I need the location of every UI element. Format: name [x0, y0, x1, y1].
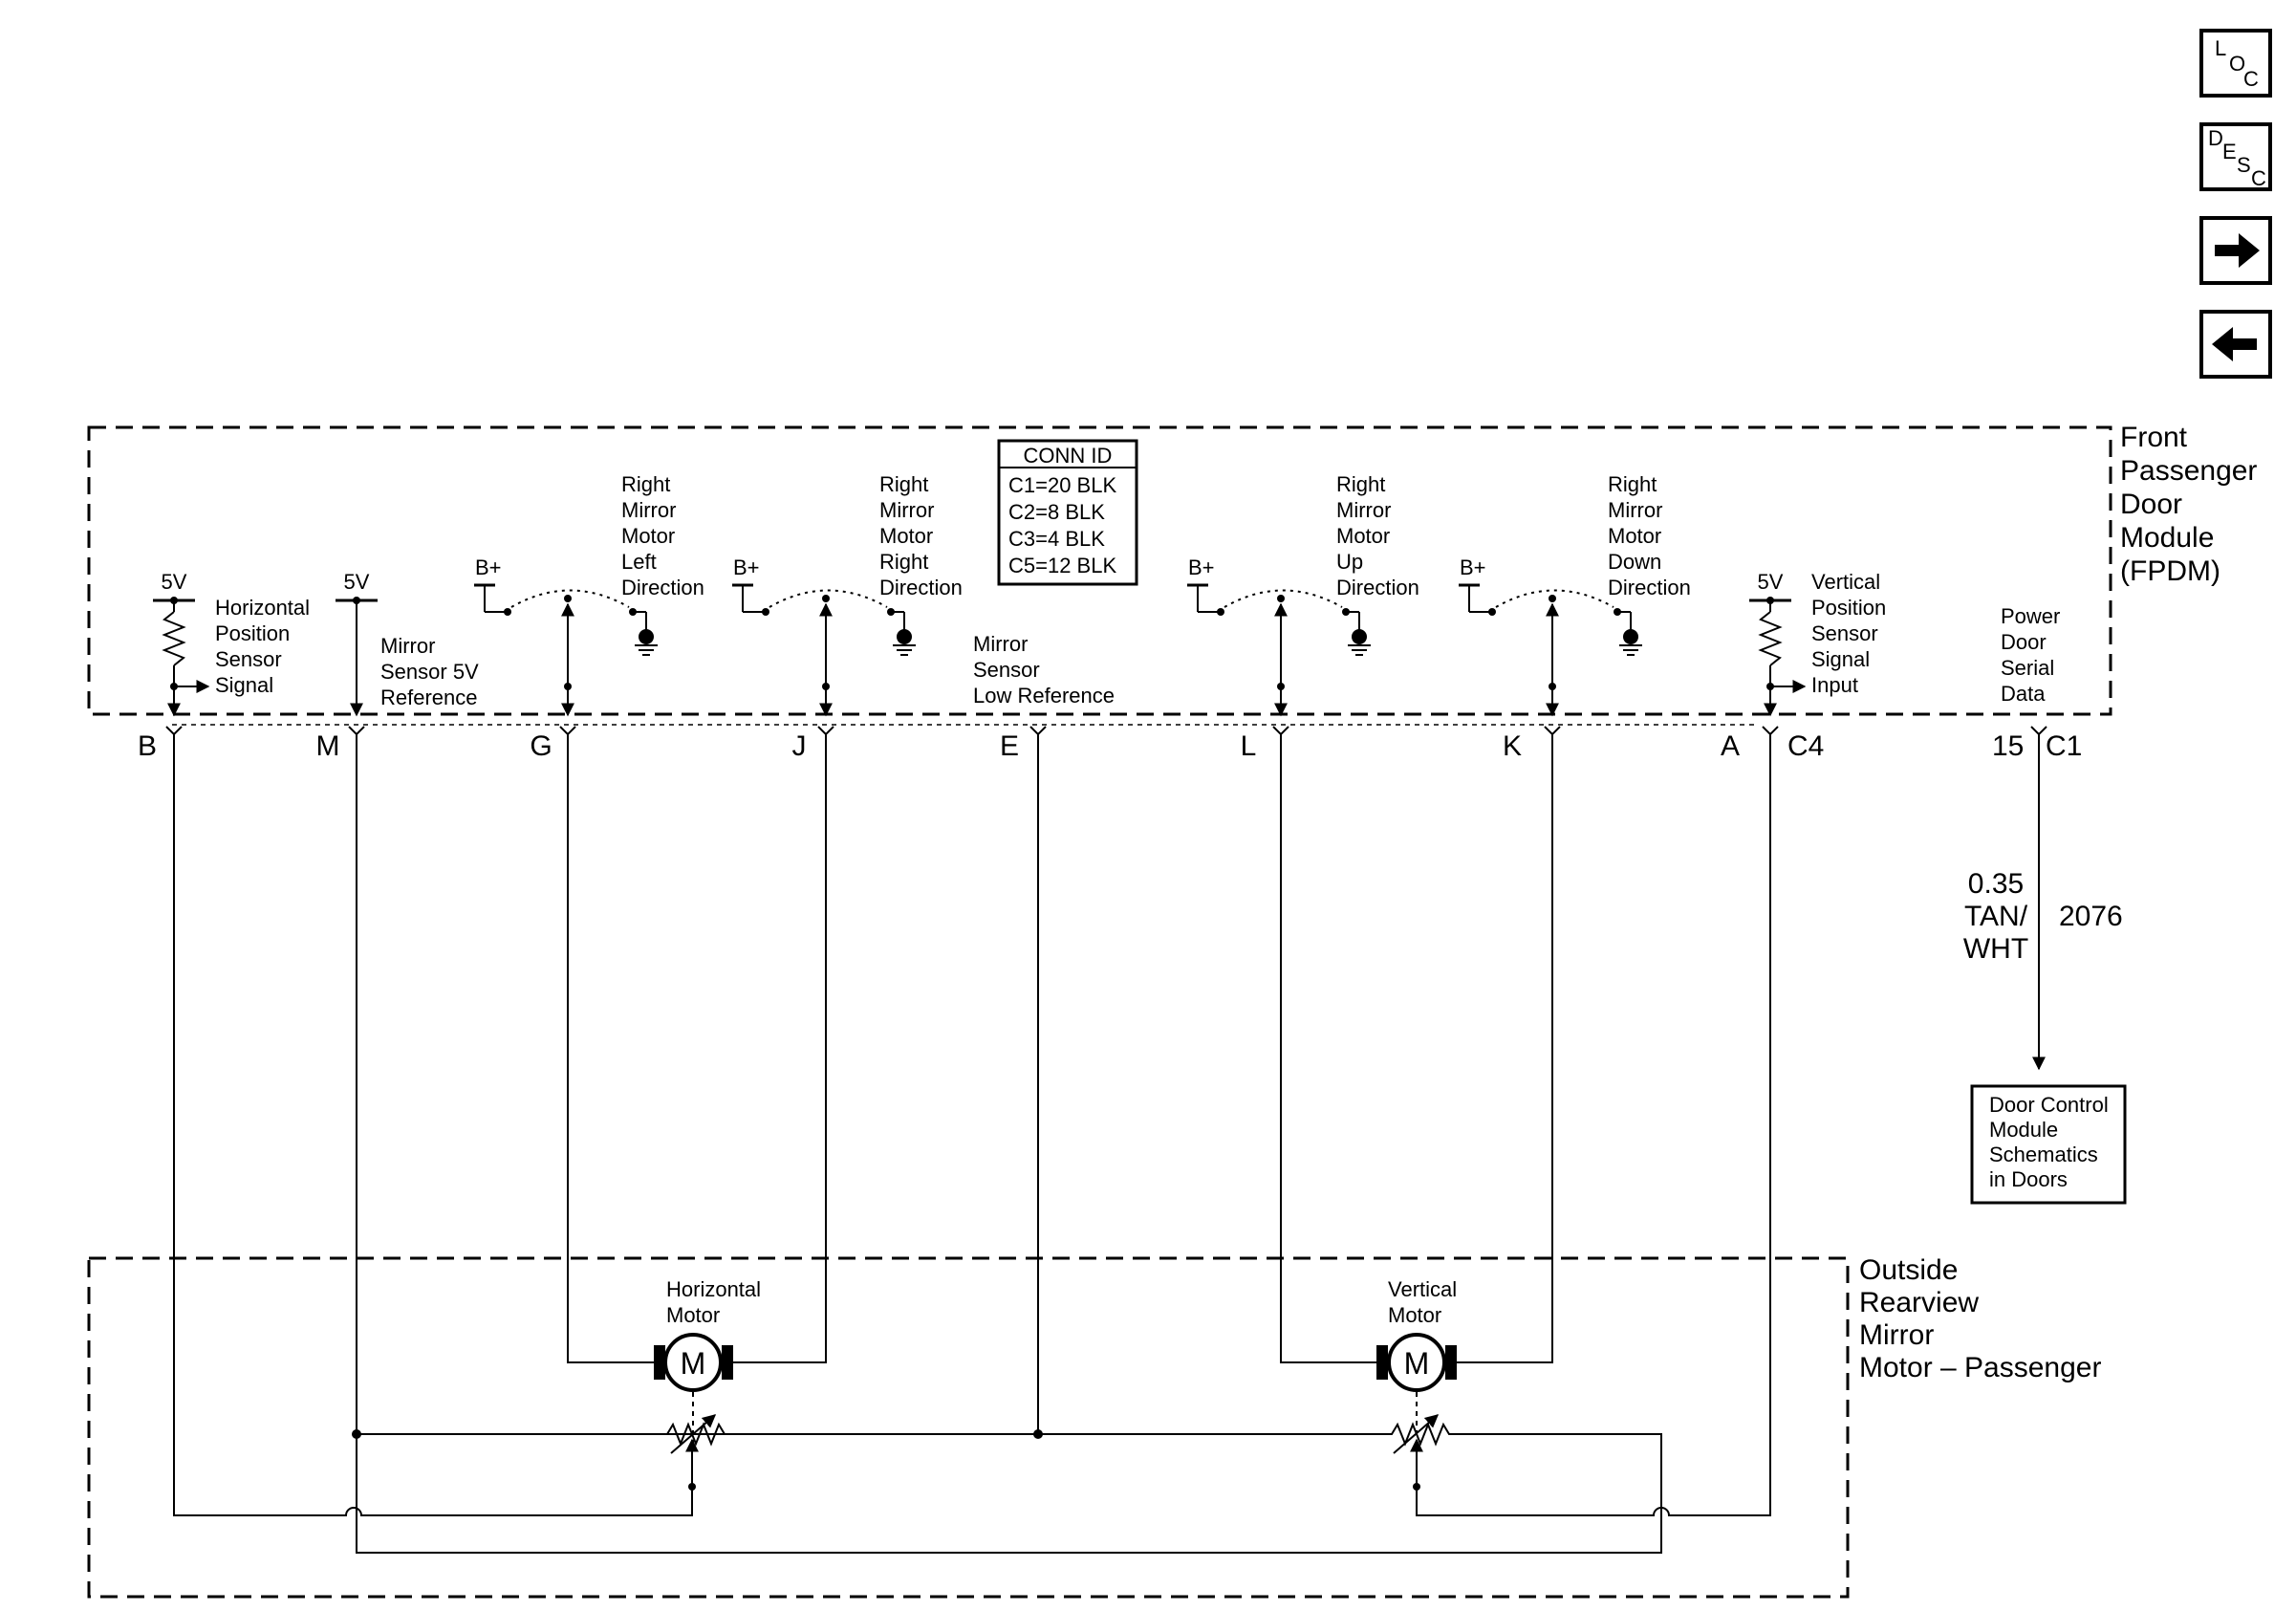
svg-text:WHT: WHT	[1963, 933, 2028, 965]
svg-text:Horizontal Position: Horizontal Position Sensor Signal	[215, 596, 315, 697]
left-direction-switch: B+ Right Mirror Motor Left Direction	[474, 472, 704, 717]
horizontal-position-potentiometer	[660, 1414, 740, 1515]
svg-text:Mirror Sensor Low: Mirror Sensor Low Reference	[973, 632, 1115, 708]
svg-text:B+: B+	[733, 555, 760, 579]
arrow-left-icon	[2212, 327, 2257, 361]
sensor-5v-reference-circuit: 5V Mirror Sensor 5V Reference	[336, 570, 485, 717]
horizontal-motor: Horizontal Motor M	[654, 1277, 767, 1446]
svg-text:K: K	[1503, 730, 1522, 762]
loc-button[interactable]: L O C	[2199, 29, 2272, 98]
svg-text:B+: B+	[475, 555, 502, 579]
right-direction-switch: B+ Right Mirror Motor Right Direction	[732, 472, 963, 717]
svg-text:D: D	[2208, 126, 2223, 150]
down-direction-switch: B+ Right Mirror Motor Down Direction	[1459, 472, 1691, 717]
fpdm-label: Front Passenger Door Module (FPDM)	[2120, 422, 2265, 587]
svg-text:C2=8 BLK: C2=8 BLK	[1008, 500, 1105, 524]
svg-text:0.35: 0.35	[1968, 868, 2024, 900]
outside-mirror-assembly: Outside Rearview Mirror Motor – Passenge…	[87, 1254, 2101, 1599]
svg-text:Right Mirror Motor: Right Mirror Motor Down Direction	[1608, 472, 1691, 599]
svg-text:A: A	[1721, 730, 1740, 762]
svg-text:Vertical Position: Vertical Position Sensor Signal Input	[1811, 570, 1892, 697]
svg-text:M: M	[681, 1346, 706, 1381]
svg-text:Right Mirror Motor: Right Mirror Motor Right Direction	[879, 472, 963, 599]
svg-text:2076: 2076	[2059, 901, 2123, 932]
svg-text:S: S	[2237, 153, 2251, 177]
vertical-motor: Vertical Motor M	[1376, 1277, 1462, 1446]
svg-text:B+: B+	[1460, 555, 1486, 579]
svg-text:E: E	[2222, 140, 2237, 163]
svg-text:5V: 5V	[1758, 570, 1784, 594]
arrow-right-icon	[2215, 233, 2260, 268]
svg-text:15: 15	[1992, 730, 2024, 762]
svg-text:Mirror Sensor 5V R: Mirror Sensor 5V Reference	[380, 634, 485, 709]
next-page-button[interactable]	[2199, 216, 2272, 285]
svg-text:M: M	[1404, 1346, 1430, 1381]
fpdm-module: Front Passenger Door Module (FPDM)	[87, 422, 2265, 716]
svg-text:Horizontal Motor: Horizontal Motor	[666, 1277, 767, 1327]
svg-text:Vertical Motor: Vertical Motor	[1388, 1277, 1462, 1327]
svg-text:B: B	[138, 730, 157, 762]
up-direction-switch: B+ Right Mirror Motor Up Direction	[1187, 472, 1419, 717]
connector-pins: B M G J E L K A C4 15 C1	[138, 726, 2082, 762]
svg-text:C5=12 BLK: C5=12 BLK	[1008, 554, 1116, 577]
svg-text:Door Control Module: Door Control Module Schematics in Doors	[1989, 1093, 2114, 1191]
svg-text:Outside Rearview M: Outside Rearview Mirror Motor – Passenge…	[1859, 1254, 2101, 1383]
svg-text:5V: 5V	[162, 570, 187, 594]
desc-button[interactable]: D E S C	[2199, 122, 2272, 191]
previous-page-button[interactable]	[2199, 310, 2272, 379]
svg-text:TAN/: TAN/	[1964, 901, 2028, 932]
svg-text:CONN ID: CONN ID	[1024, 444, 1113, 468]
svg-text:O: O	[2229, 52, 2245, 76]
svg-text:Right Mirror Motor: Right Mirror Motor Up Direction	[1336, 472, 1419, 599]
svg-text:Right Mirror Motor: Right Mirror Motor Left Direction	[621, 472, 704, 599]
wire-2076-label: 0.35 TAN/ WHT 2076	[1963, 868, 2123, 965]
svg-text:E: E	[1000, 730, 1019, 762]
conn-id-table: CONN ID C1=20 BLK C2=8 BLK C3=4 BLK C5=1…	[997, 439, 1138, 586]
svg-text:C3=4 BLK: C3=4 BLK	[1008, 527, 1105, 551]
svg-text:5V: 5V	[344, 570, 370, 594]
svg-text:L: L	[1241, 730, 1257, 762]
serial-data-circuit: Power Door Serial Data	[2001, 604, 2066, 706]
svg-text:M: M	[316, 730, 340, 762]
svg-text:C1: C1	[2046, 730, 2082, 762]
horizontal-sensor-circuit: 5V Horizontal Position Sensor Signal	[153, 570, 315, 717]
svg-text:B+: B+	[1188, 555, 1215, 579]
harness-wires	[173, 734, 2046, 1554]
vertical-sensor-circuit: 5V Vertical Position Sensor Signal Input	[1749, 570, 1892, 717]
svg-text:L: L	[2215, 36, 2226, 60]
svg-text:C: C	[2243, 67, 2259, 91]
svg-text:C4: C4	[1787, 730, 1824, 762]
vertical-position-potentiometer	[1386, 1414, 1474, 1515]
svg-text:C: C	[2251, 166, 2266, 190]
svg-text:Power Door Serial: Power Door Serial Data	[2001, 604, 2066, 706]
svg-text:C1=20 BLK: C1=20 BLK	[1008, 473, 1116, 497]
svg-text:J: J	[792, 730, 807, 762]
door-control-module-link[interactable]: Door Control Module Schematics in Doors	[1970, 1084, 2127, 1205]
svg-text:G: G	[530, 730, 552, 762]
sensor-low-reference-circuit: Mirror Sensor Low Reference	[973, 632, 1115, 708]
